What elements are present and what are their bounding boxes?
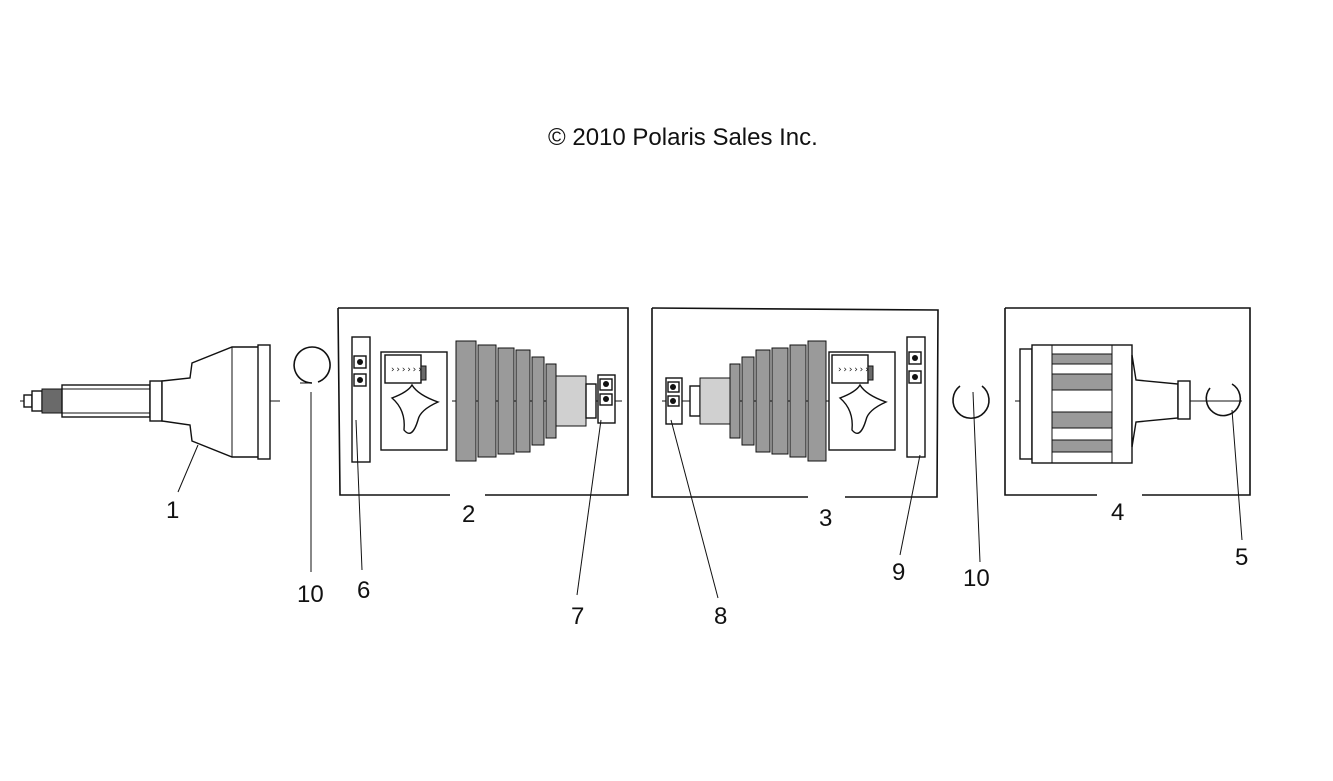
- circlip-right-part: [952, 385, 990, 420]
- callout-8: 8: [714, 603, 727, 630]
- boot-clamp-6-part: [351, 336, 371, 463]
- callout-4: 4: [1111, 499, 1124, 526]
- inner-cv-joint-part: [1019, 344, 1191, 464]
- kit-box-4: [1004, 307, 1251, 496]
- boot-clamp-9-part: [906, 336, 926, 458]
- grease-pack-3-part: ››››››: [828, 351, 896, 451]
- callout-10-left: 10: [297, 581, 324, 608]
- callout-10-right: 10: [963, 565, 990, 592]
- svg-text:››››››: ››››››: [837, 365, 870, 375]
- circlip-5-part: [1205, 383, 1242, 417]
- kit-box-2: [337, 307, 629, 496]
- outer-cv-joint-part: [23, 344, 271, 460]
- callout-3: 3: [819, 505, 832, 532]
- callout-7: 7: [571, 603, 584, 630]
- svg-text:››››››: ››››››: [390, 365, 423, 375]
- boot-clamp-7-part: [597, 374, 616, 424]
- circlip-left-part: [293, 346, 331, 384]
- copyright-text: © 2010 Polaris Sales Inc.: [548, 124, 818, 151]
- axle-boot-3-part: [689, 340, 827, 462]
- callout-9: 9: [892, 559, 905, 586]
- callout-5: 5: [1235, 544, 1248, 571]
- leader-lines: [177, 391, 1243, 599]
- boot-clamp-8-part: [665, 377, 683, 425]
- kit-box-3: [651, 307, 939, 498]
- callout-6: 6: [357, 577, 370, 604]
- callout-2: 2: [462, 501, 475, 528]
- grease-pack-2-part: ››››››: [380, 351, 448, 451]
- callout-1: 1: [166, 497, 179, 524]
- axle-boot-2-part: [455, 340, 597, 462]
